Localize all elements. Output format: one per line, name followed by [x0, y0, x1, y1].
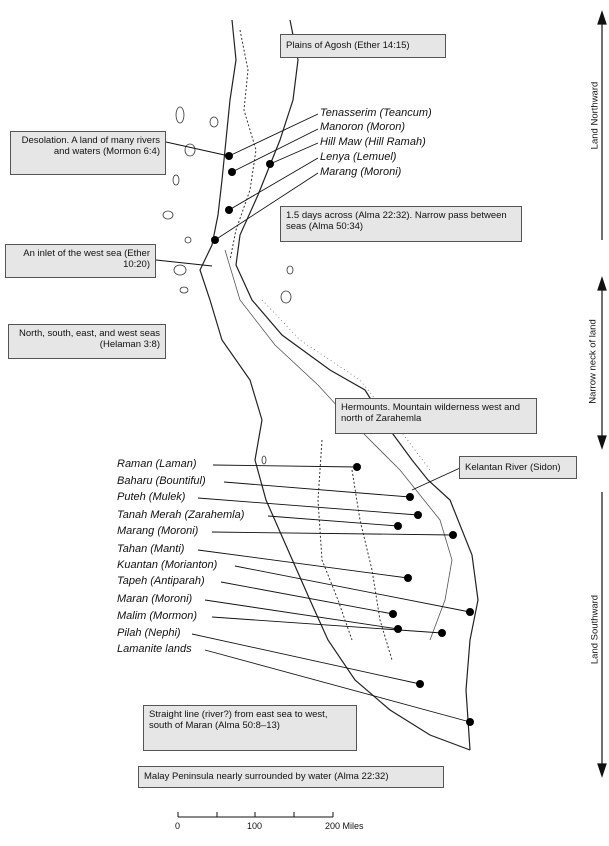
- city-dot: [406, 493, 414, 501]
- place-tanah-merah: Tanah Merah (Zarahemla): [117, 509, 245, 521]
- city-dots: [211, 152, 474, 726]
- place-tapeh: Tapeh (Antiparah): [117, 575, 205, 587]
- inner-shore: [224, 249, 453, 641]
- place-tahan: Tahan (Manti): [117, 543, 185, 555]
- place-marang-south: Marang (Moroni): [117, 525, 199, 537]
- place-puteh: Puteh (Mulek): [117, 491, 186, 503]
- place-malim: Malim (Mormon): [117, 610, 198, 622]
- kelantan-box: Kelantan River (Sidon): [459, 456, 577, 479]
- straight-line-box: Straight line (river?) from east sea to …: [143, 705, 357, 751]
- city-dot: [449, 531, 457, 539]
- city-dot: [394, 522, 402, 530]
- side-arrows: [597, 10, 607, 778]
- city-dot: [211, 236, 219, 244]
- city-dot: [225, 206, 233, 214]
- city-dot: [466, 718, 474, 726]
- city-dot: [225, 152, 233, 160]
- leader-lines-south: [191, 464, 471, 723]
- coastline-west: [199, 19, 471, 751]
- place-raman: Raman (Laman): [117, 458, 197, 470]
- place-maran: Maran (Moroni): [117, 593, 193, 605]
- place-baharu: Baharu (Bountiful): [117, 475, 206, 487]
- place-marang-north: Marang (Moroni): [320, 166, 402, 178]
- malay-box: Malay Peninsula nearly surrounded by wat…: [138, 766, 444, 788]
- place-manoron: Manoron (Moron): [320, 121, 405, 133]
- city-dot: [466, 608, 474, 616]
- seas-box: North, south, east, and west seas (Helam…: [8, 324, 166, 359]
- label-narrow-neck: Narrow neck of land: [587, 319, 599, 404]
- leader-lines-north: [155, 113, 319, 267]
- city-dot: [266, 160, 274, 168]
- city-dot: [389, 610, 397, 618]
- place-lamanite-lands: Lamanite lands: [117, 643, 192, 655]
- islands: [162, 106, 294, 465]
- city-dot: [438, 629, 446, 637]
- city-dot: [394, 625, 402, 633]
- inlet-box: An inlet of the west sea (Ether 10:20): [5, 244, 156, 278]
- place-hill-maw: Hill Maw (Hill Ramah): [320, 136, 426, 148]
- place-lenya: Lenya (Lemuel): [320, 151, 397, 163]
- city-dot: [228, 168, 236, 176]
- city-dot: [353, 463, 361, 471]
- mountain-ridge-south-b: [351, 469, 393, 661]
- place-pilah: Pilah (Nephi): [117, 627, 181, 639]
- desolation-box: Desolation. A land of many rivers and wa…: [10, 131, 166, 175]
- border-dotted: [261, 299, 431, 471]
- hermounts-box: Hermounts. Mountain wilderness west and …: [335, 398, 537, 434]
- scale-bar: [177, 812, 334, 818]
- place-kuantan: Kuantan (Morianton): [117, 559, 218, 571]
- mountain-ridge-north: [229, 29, 257, 261]
- city-dot: [404, 574, 412, 582]
- city-dot: [414, 511, 422, 519]
- across-box: 1.5 days across (Alma 22:32). Narrow pas…: [280, 206, 522, 242]
- mountain-ridge-south-a: [317, 439, 353, 641]
- label-land-northward: Land Northward: [589, 81, 601, 150]
- label-land-southward: Land Southward: [589, 594, 601, 665]
- city-dot: [416, 680, 424, 688]
- place-tenasserim: Tenasserim (Teancum): [320, 107, 432, 119]
- scale-label-200: 200 Miles: [325, 821, 364, 831]
- scale-label-100: 100: [247, 821, 263, 831]
- coastline-east: [235, 19, 479, 751]
- plains-box: Plains of Agosh (Ether 14:15): [280, 34, 446, 58]
- scale-label-0: 0: [175, 821, 181, 831]
